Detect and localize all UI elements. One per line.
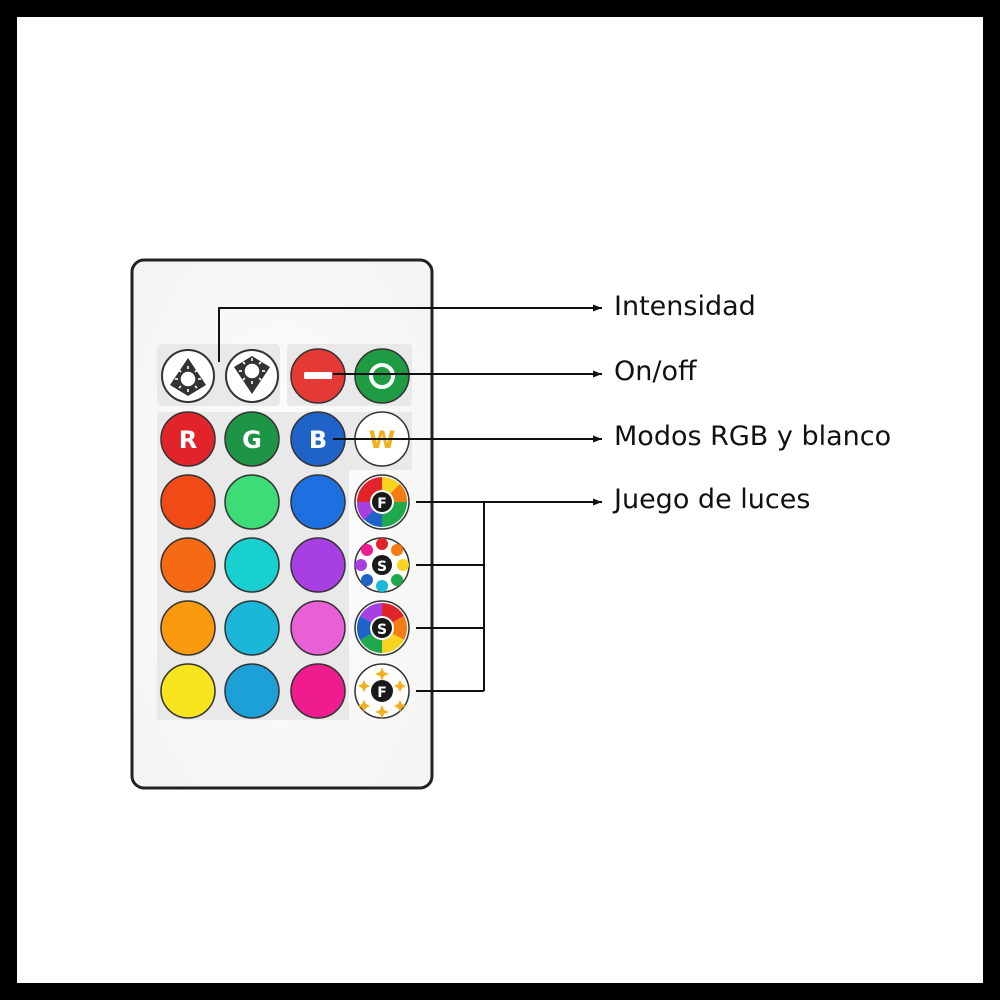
color-button-r2-c2[interactable] — [224, 537, 280, 593]
color-button-r1-c2[interactable] — [224, 474, 280, 530]
minus-icon — [304, 372, 332, 379]
callout-modes: Modos RGB y blanco — [614, 421, 892, 452]
green-button-label: G — [242, 426, 262, 454]
effects-bracket — [416, 502, 485, 692]
on-button[interactable] — [354, 348, 410, 404]
brightness-up-icon — [175, 366, 201, 392]
brightness-up-button[interactable] — [161, 349, 215, 403]
color-button-r4-c3[interactable] — [290, 663, 346, 719]
color-button-r3-c2[interactable] — [224, 600, 280, 656]
strobe-button-label: S — [377, 559, 387, 575]
fade-button[interactable]: F — [354, 663, 410, 719]
intensity-leader — [218, 304, 602, 362]
color-panel — [157, 412, 412, 720]
color-button-r3-c1[interactable] — [160, 600, 216, 656]
callout-power: On/off — [614, 356, 697, 387]
strobe-dots — [355, 538, 409, 592]
red-button[interactable]: R — [160, 411, 216, 467]
color-button-r1-c1[interactable] — [160, 474, 216, 530]
color-button-r4-c1[interactable] — [160, 663, 216, 719]
green-button[interactable]: G — [224, 411, 280, 467]
color-button-r2-c3[interactable] — [290, 537, 346, 593]
red-button-label: R — [179, 426, 197, 454]
flash-button-label: F — [377, 496, 387, 512]
callout-intensity: Intensidad — [614, 291, 756, 322]
smooth-button-label: S — [377, 622, 387, 638]
color-grid — [160, 474, 346, 719]
leader-lines — [218, 304, 602, 692]
ring-icon — [369, 363, 395, 389]
off-button[interactable] — [290, 348, 346, 404]
callout-effects: Juego de luces — [614, 484, 811, 515]
color-button-r2-c1[interactable] — [160, 537, 216, 593]
flash-button[interactable]: F — [354, 474, 410, 530]
color-button-r4-c2[interactable] — [224, 663, 280, 719]
fade-sparkles — [358, 667, 406, 719]
strobe-button[interactable]: S — [354, 537, 410, 593]
blue-button-label: B — [309, 426, 327, 454]
brightness-down-button[interactable] — [225, 349, 279, 403]
brightness-down-icon — [239, 358, 265, 384]
fade-button-label: F — [377, 685, 387, 701]
blue-button[interactable]: B — [290, 411, 346, 467]
color-button-r3-c3[interactable] — [290, 600, 346, 656]
smooth-button[interactable]: S — [354, 600, 410, 656]
color-button-r1-c3[interactable] — [290, 474, 346, 530]
